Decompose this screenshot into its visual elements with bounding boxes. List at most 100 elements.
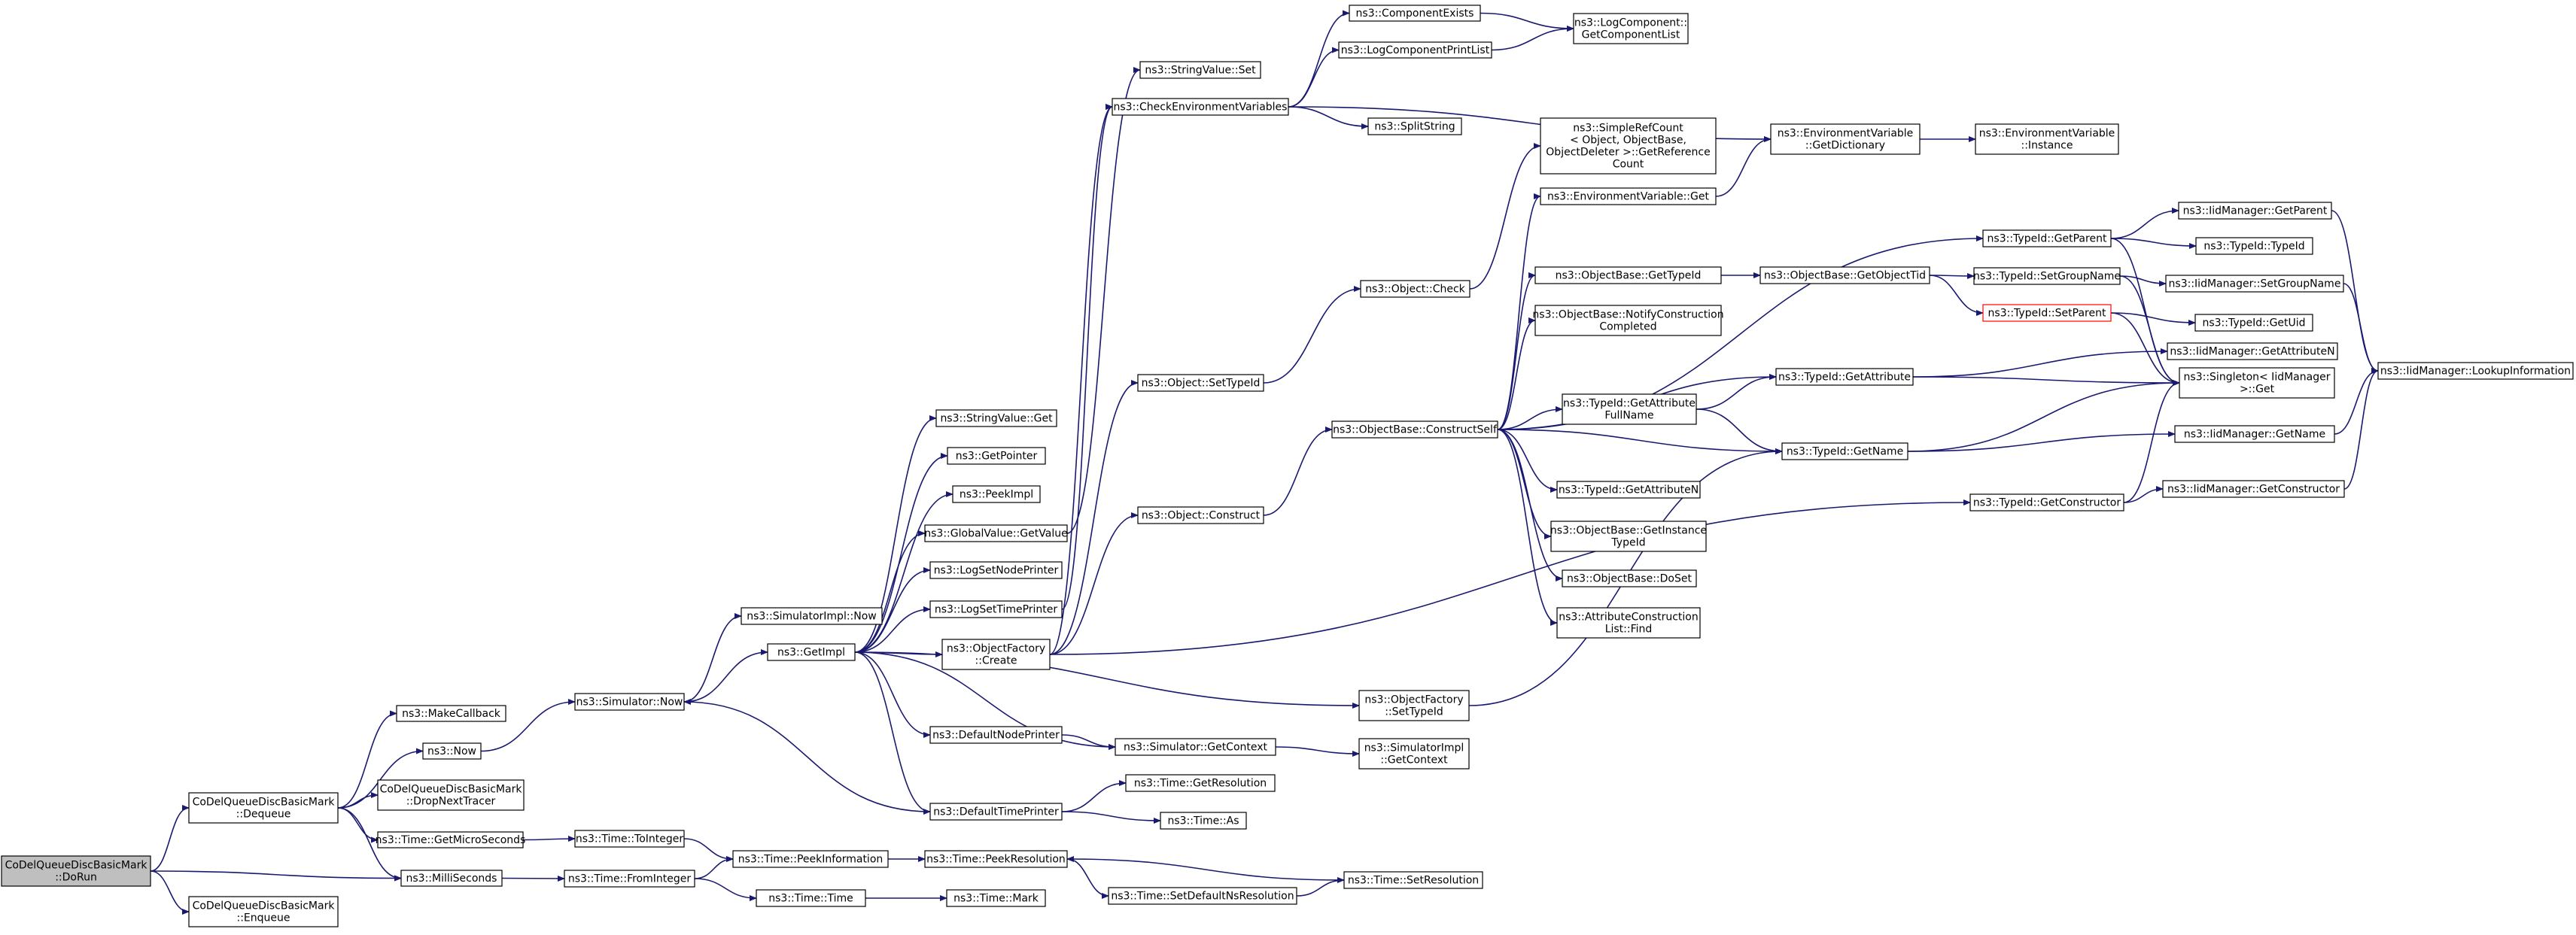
function-node-time-as[interactable]: ns3::Time::As <box>1160 812 1247 830</box>
function-node-set-res[interactable]: ns3::Time::SetResolution <box>1343 871 1483 889</box>
function-node-drop-next[interactable]: CoDelQueueDiscBasicMark::DropNextTracer <box>377 779 525 811</box>
function-node-tid-type-id[interactable]: ns3::TypeId::TypeId <box>2195 237 2313 255</box>
node-box <box>1982 229 2112 247</box>
function-node-sim-impl-get-ctx[interactable]: ns3::SimulatorImpl::GetContext <box>1358 738 1470 770</box>
function-node-tid-get-name[interactable]: ns3::TypeId::GetName <box>1781 442 1908 460</box>
function-node-def-node-printer[interactable]: ns3::DefaultNodePrinter <box>929 726 1063 744</box>
function-node-split-string[interactable]: ns3::SplitString <box>1367 117 1462 135</box>
node-box <box>2174 425 2335 443</box>
function-node-obj-construct[interactable]: ns3::Object::Construct <box>1137 506 1264 524</box>
function-node-str-set[interactable]: ns3::StringValue::Set <box>1139 61 1261 79</box>
function-node-iid-set-group-name[interactable]: ns3::IidManager::SetGroupName <box>2165 275 2344 293</box>
function-node-log-set-time[interactable]: ns3::LogSetTimePrinter <box>929 600 1063 618</box>
function-node-to-integer[interactable]: ns3::Time::ToInteger <box>574 830 685 848</box>
call-edge <box>1049 512 1139 655</box>
function-node-milli-seconds[interactable]: ns3::MilliSeconds <box>400 870 503 887</box>
function-node-env-get[interactable]: ns3::EnvironmentVariable::Get <box>1540 187 1717 205</box>
function-node-from-integer[interactable]: ns3::Time::FromInteger <box>564 870 695 888</box>
function-node-set-def-ns-res[interactable]: ns3::Time::SetDefaultNsResolution <box>1108 887 1297 905</box>
call-edge <box>1049 499 1971 655</box>
node-label: ns3::Singleton< IidManager <box>2184 372 2331 384</box>
function-node-obj-check[interactable]: ns3::Object::Check <box>1360 280 1470 298</box>
function-node-tid-get-constructor[interactable]: ns3::TypeId::GetConstructor <box>1969 493 2124 512</box>
function-node-gv-get-value[interactable]: ns3::GlobalValue::GetValue <box>924 524 1068 542</box>
node-box <box>1562 569 1697 587</box>
function-node-iid-get-parent[interactable]: ns3::IidManager::GetParent <box>2178 202 2332 220</box>
node-box <box>1770 123 1921 155</box>
node-label: FullName <box>1604 410 1653 422</box>
function-node-tid-get-uid[interactable]: ns3::TypeId::GetUid <box>2194 314 2313 332</box>
node-label: ns3::Time::Time <box>768 893 853 905</box>
call-edge <box>1497 272 1536 430</box>
function-node-iid-lookup[interactable]: ns3::IidManager::LookupInformation <box>2377 362 2574 380</box>
function-node-sim-impl-now[interactable]: ns3::SimulatorImpl::Now <box>741 607 883 625</box>
function-node-peek-impl[interactable]: ns3::PeekImpl <box>952 485 1041 503</box>
node-label: ns3::Time::PeekResolution <box>926 854 1066 866</box>
function-node-peek-res[interactable]: ns3::Time::PeekResolution <box>924 850 1068 868</box>
node-label: ns3::MilliSeconds <box>406 873 497 885</box>
node-box <box>929 600 1063 618</box>
function-node-time-time[interactable]: ns3::Time::Time <box>756 889 866 907</box>
node-label: ns3::SimulatorImpl <box>1364 742 1464 754</box>
call-edge <box>150 805 190 872</box>
function-node-iid-get-attr-n[interactable]: ns3::IidManager::GetAttributeN <box>2167 342 2338 360</box>
function-node-ob-get-type-id[interactable]: ns3::ObjectBase::GetTypeId <box>1534 266 1722 284</box>
function-node-get-comp-list[interactable]: ns3::LogComponent::GetComponentList <box>1573 13 1689 44</box>
function-node-tid-get-attr-n[interactable]: ns3::TypeId::GetAttributeN <box>1556 481 1701 499</box>
function-node-ob-construct-self[interactable]: ns3::ObjectBase::ConstructSelf <box>1331 420 1498 439</box>
node-box <box>1562 393 1697 425</box>
function-node-def-time-printer[interactable]: ns3::DefaultTimePrinter <box>929 803 1063 821</box>
node-box <box>400 870 503 887</box>
function-node-sim-get-context[interactable]: ns3::Simulator::GetContext <box>1115 738 1276 756</box>
node-label: ns3::MakeCallback <box>402 708 501 720</box>
function-node-iid-get-name[interactable]: ns3::IidManager::GetName <box>2174 425 2335 443</box>
call-edge <box>2110 312 2180 386</box>
function-node-enqueue[interactable]: CoDelQueueDiscBasicMark::Enqueue <box>188 896 339 927</box>
call-edge <box>854 651 931 738</box>
function-node-env-instance[interactable]: ns3::EnvironmentVariable::Instance <box>1975 123 2119 155</box>
node-label: ns3::LogSetNodePrinter <box>934 565 1059 577</box>
node-box <box>767 643 856 661</box>
node-label: ::SetTypeId <box>1385 706 1443 718</box>
function-node-get-impl[interactable]: ns3::GetImpl <box>767 643 856 661</box>
function-node-comp-exists[interactable]: ns3::ComponentExists <box>1349 5 1481 22</box>
function-node-tid-set-group-name[interactable]: ns3::TypeId::SetGroupName <box>1973 267 2121 285</box>
function-node-check-env[interactable]: ns3::CheckEnvironmentVariables <box>1112 98 1289 116</box>
function-node-str-get[interactable]: ns3::StringValue::Get <box>935 409 1057 427</box>
node-label: ns3::ObjectBase::GetObjectTid <box>1764 270 1926 282</box>
function-node-peek-info[interactable]: ns3::Time::PeekInformation <box>732 850 889 868</box>
function-node-dequeue[interactable]: CoDelQueueDiscBasicMark::Dequeue <box>188 792 339 824</box>
function-node-ob-get-object-tid[interactable]: ns3::ObjectBase::GetObjectTid <box>1759 266 1930 284</box>
function-node-log-comp-print[interactable]: ns3::LogComponentPrintList <box>1338 41 1492 59</box>
function-node-obj-set-type-id[interactable]: ns3::Object::SetTypeId <box>1137 374 1264 392</box>
function-node-do-run[interactable]: CoDelQueueDiscBasicMark::DoRun <box>1 855 151 887</box>
call-edge <box>1715 136 1772 197</box>
function-node-ob-do-set[interactable]: ns3::ObjectBase::DoSet <box>1562 569 1697 587</box>
function-node-iid-get-constructor[interactable]: ns3::IidManager::GetConstructor <box>2162 480 2345 498</box>
node-label: ::Enqueue <box>236 912 290 924</box>
function-node-make-callback[interactable]: ns3::MakeCallback <box>396 705 506 722</box>
function-node-time-mark[interactable]: ns3::Time::Mark <box>946 889 1046 907</box>
function-node-simple-ref-count[interactable]: ns3::SimpleRefCount< Object, ObjectBase,… <box>1540 117 1717 175</box>
function-node-env-get-dict[interactable]: ns3::EnvironmentVariable::GetDictionary <box>1770 123 1921 155</box>
call-edge <box>854 415 937 653</box>
function-node-tid-get-parent[interactable]: ns3::TypeId::GetParent <box>1982 229 2112 247</box>
call-edge <box>1066 858 1109 899</box>
function-node-ob-notify[interactable]: ns3::ObjectBase::NotifyConstructionCompl… <box>1532 305 1724 336</box>
call-edge <box>2110 208 2179 239</box>
function-node-tid-set-parent[interactable]: ns3::TypeId::SetParent <box>1982 304 2112 322</box>
function-node-of-set-type-id[interactable]: ns3::ObjectFactory::SetTypeId <box>1358 690 1470 721</box>
function-node-get-micro[interactable]: ns3::Time::GetMicroSeconds <box>376 831 526 848</box>
function-node-get-pointer[interactable]: ns3::GetPointer <box>947 447 1046 465</box>
function-node-tid-get-attr[interactable]: ns3::TypeId::GetAttribute <box>1775 368 1914 386</box>
function-node-time-get-res[interactable]: ns3::Time::GetResolution <box>1125 774 1276 792</box>
function-node-now[interactable]: ns3::Now <box>422 742 482 760</box>
function-node-log-set-node[interactable]: ns3::LogSetNodePrinter <box>929 561 1063 579</box>
function-node-of-create[interactable]: ns3::ObjectFactory::Create <box>941 639 1051 670</box>
function-node-sim-now[interactable]: ns3::Simulator::Now <box>574 693 685 711</box>
call-edge <box>694 856 734 879</box>
function-node-singleton-get[interactable]: ns3::Singleton< IidManager>::Get <box>2179 367 2335 399</box>
